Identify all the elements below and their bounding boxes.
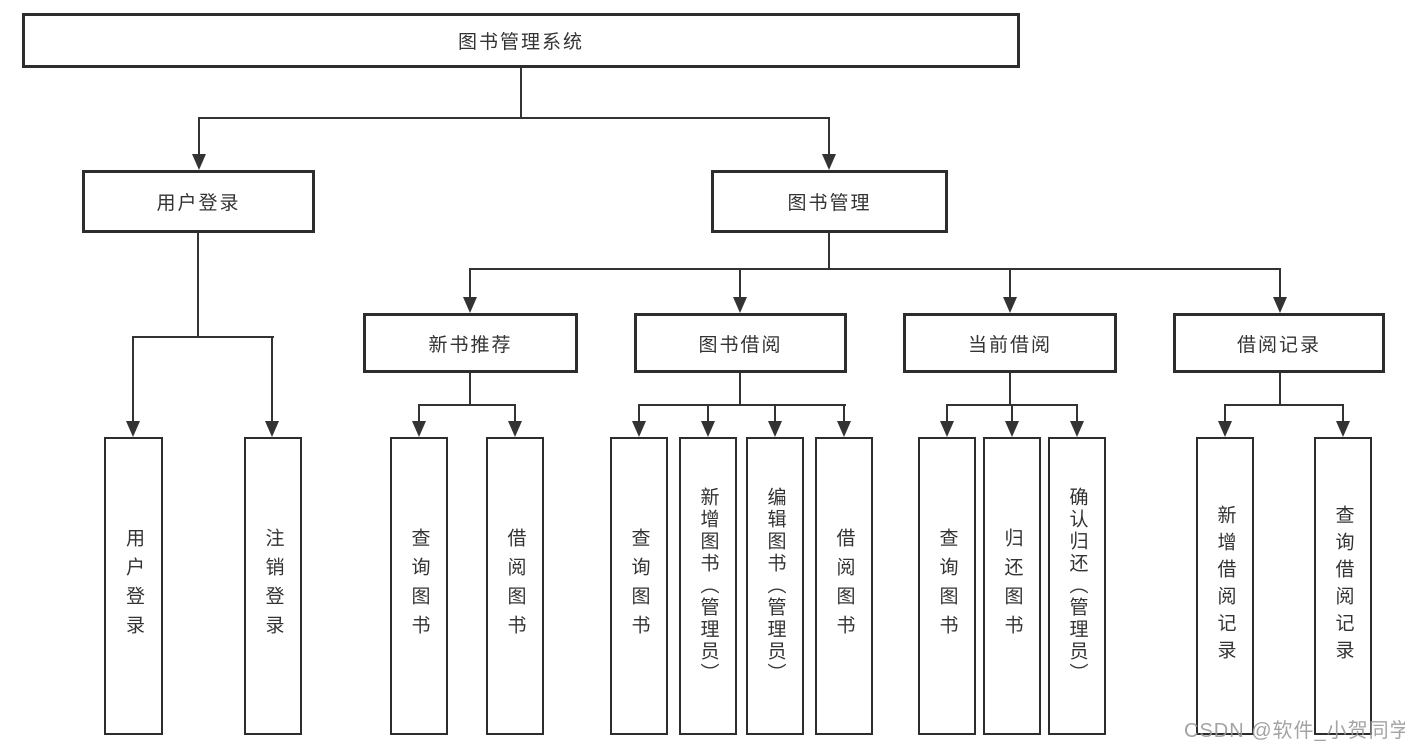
leaf-label: 查询图书 <box>936 528 958 644</box>
leaf-label: 查询图书 <box>408 528 430 644</box>
leaf-label: 归还图书 <box>1001 528 1023 644</box>
leaf-label: 新增借阅记录 <box>1214 505 1236 667</box>
leaf-label: 查询借阅记录 <box>1332 505 1354 667</box>
connector-line <box>1279 268 1281 300</box>
arrow-down-icon <box>701 421 715 437</box>
csdn-watermark: CSDN @软件_小贺同学 <box>1184 720 1405 742</box>
connector-line <box>520 68 522 118</box>
arrow-down-icon <box>1005 421 1019 437</box>
node-user-login: 用户登录 <box>82 170 315 233</box>
leaf-query-books-borrow: 查询图书 <box>610 437 668 735</box>
arrow-down-icon <box>1218 421 1232 437</box>
arrow-down-icon <box>265 421 279 437</box>
leaf-return-books: 归还图书 <box>983 437 1041 735</box>
arrow-down-icon <box>463 297 477 313</box>
connector-line <box>638 404 640 424</box>
connector-line <box>739 373 741 406</box>
connector-line <box>418 404 516 406</box>
arrow-down-icon <box>632 421 646 437</box>
connector-line <box>1224 404 1226 424</box>
connector-line <box>1009 268 1011 300</box>
connector-line <box>828 117 830 155</box>
arrow-down-icon <box>126 421 140 437</box>
leaf-label: 用户登录 <box>123 528 144 644</box>
leaf-label: 确认归还（管理员） <box>1066 487 1088 685</box>
connector-line <box>1342 404 1344 424</box>
node-new-book-recommend: 新书推荐 <box>363 313 578 373</box>
connector-line <box>1009 373 1011 406</box>
leaf-label: 查询图书 <box>628 528 650 644</box>
node-new-book-recommend-label: 新书推荐 <box>428 334 513 356</box>
node-root-label: 图书管理系统 <box>457 32 584 53</box>
node-book-management-label: 图书管理 <box>787 193 872 214</box>
connector-line <box>828 233 830 270</box>
connector-line <box>707 404 709 424</box>
connector-line <box>739 268 741 300</box>
leaf-add-borrow-record: 新增借阅记录 <box>1196 437 1254 735</box>
connector-line <box>469 268 1281 270</box>
connector-line <box>469 268 471 300</box>
connector-line <box>1011 404 1013 424</box>
connector-line <box>198 117 200 155</box>
leaf-label: 新增图书（管理员） <box>697 487 719 685</box>
connector-line <box>271 336 273 422</box>
node-root: 图书管理系统 <box>22 13 1020 68</box>
arrow-down-icon <box>1003 297 1017 313</box>
arrow-down-icon <box>192 154 206 170</box>
leaf-confirm-return-admin: 确认归还（管理员） <box>1048 437 1106 735</box>
connector-line <box>418 404 420 424</box>
node-book-borrow: 图书借阅 <box>634 313 847 373</box>
connector-line <box>1224 404 1344 406</box>
connector-line <box>132 336 134 422</box>
connector-line <box>198 117 830 119</box>
leaf-edit-books-admin: 编辑图书（管理员） <box>746 437 804 735</box>
leaf-logout: 注销登录 <box>244 437 302 735</box>
arrow-down-icon <box>768 421 782 437</box>
node-user-login-label: 用户登录 <box>156 193 241 214</box>
leaf-borrow-books-recommend: 借阅图书 <box>486 437 544 735</box>
leaf-add-books-admin: 新增图书（管理员） <box>679 437 737 735</box>
leaf-label: 借阅图书 <box>833 528 855 644</box>
connector-line <box>197 233 199 338</box>
arrow-down-icon <box>1273 297 1287 313</box>
node-current-borrow: 当前借阅 <box>903 313 1117 373</box>
node-current-borrow-label: 当前借阅 <box>967 334 1052 356</box>
leaf-query-books-current: 查询图书 <box>918 437 976 735</box>
connector-line <box>843 404 845 424</box>
leaf-label: 借阅图书 <box>504 528 526 644</box>
connector-line <box>774 404 776 424</box>
node-borrow-records-label: 借阅记录 <box>1236 334 1321 356</box>
arrow-down-icon <box>412 421 426 437</box>
node-borrow-records: 借阅记录 <box>1173 313 1385 373</box>
leaf-query-borrow-record: 查询借阅记录 <box>1314 437 1372 735</box>
arrow-down-icon <box>837 421 851 437</box>
connector-line <box>514 404 516 424</box>
leaf-borrow-books: 借阅图书 <box>815 437 873 735</box>
arrow-down-icon <box>822 154 836 170</box>
arrow-down-icon <box>940 421 954 437</box>
connector-line <box>132 336 274 338</box>
leaf-label: 编辑图书（管理员） <box>764 487 786 685</box>
connector-line <box>469 373 471 406</box>
connector-line <box>946 404 948 424</box>
connector-line <box>1076 404 1078 424</box>
node-book-management: 图书管理 <box>711 170 948 233</box>
leaf-label: 注销登录 <box>262 528 284 644</box>
connector-line <box>638 404 846 406</box>
arrow-down-icon <box>733 297 747 313</box>
leaf-query-books-recommend: 查询图书 <box>390 437 448 735</box>
arrow-down-icon <box>1336 421 1350 437</box>
arrow-down-icon <box>1070 421 1084 437</box>
leaf-user-login: 用户登录 <box>104 437 163 735</box>
arrow-down-icon <box>508 421 522 437</box>
connector-line <box>1279 373 1281 406</box>
node-book-borrow-label: 图书借阅 <box>698 334 783 356</box>
